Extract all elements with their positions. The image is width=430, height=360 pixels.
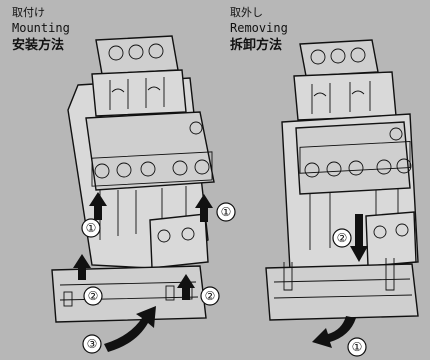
mounting-step-circle xyxy=(81,218,101,238)
removing-illustration: ② ① xyxy=(265,39,419,357)
removing-title-jp: 取外し xyxy=(230,6,263,19)
mounting-arrow-up-2a xyxy=(73,254,91,280)
mounting-step-label: ② xyxy=(88,289,99,303)
mounting-illustration: ① ① ② ② ③ xyxy=(51,35,236,354)
removing-step-circle xyxy=(332,228,352,248)
removing-title-zh: 拆卸方法 xyxy=(230,38,283,53)
mounting-arrow-up-1a xyxy=(89,192,107,220)
mounting-arrow-up-1b xyxy=(195,194,213,222)
top-terminal-block xyxy=(95,35,179,75)
removing-title-en: Removing xyxy=(230,21,288,35)
top-terminal-block xyxy=(299,39,379,77)
mounting-step-label: ① xyxy=(221,205,232,219)
din-rail-base xyxy=(51,265,207,323)
removing-arrow-down xyxy=(350,214,368,262)
removing-step-circle xyxy=(347,337,367,357)
mounting-title-en: Mounting xyxy=(12,21,70,35)
mounting-step-circle xyxy=(200,286,220,306)
lower-terminal xyxy=(149,213,209,269)
removing-curved-arrow xyxy=(312,316,356,348)
lower-terminal xyxy=(365,211,417,267)
reset-button xyxy=(389,127,403,141)
reset-button xyxy=(189,121,203,135)
mounting-curved-arrow xyxy=(104,306,156,352)
mounting-title-jp: 取付け xyxy=(12,6,45,19)
mounting-step-label: ③ xyxy=(87,337,98,351)
din-rail-base xyxy=(265,263,419,321)
mounting-step-circle xyxy=(82,334,102,354)
removing-step-label: ② xyxy=(337,231,348,245)
mounting-step-circle xyxy=(83,286,103,306)
relay-front xyxy=(85,111,215,191)
mounting-arrow-up-2b xyxy=(177,274,195,300)
upper-frame xyxy=(91,69,187,117)
relay-front xyxy=(295,121,411,195)
mounting-title-zh: 安装方法 xyxy=(12,38,65,53)
mounting-step-circle xyxy=(216,202,236,222)
removing-step-label: ① xyxy=(352,340,363,354)
mounting-step-label: ① xyxy=(86,221,97,235)
mounting-step-label: ② xyxy=(205,289,216,303)
upper-frame xyxy=(293,71,397,121)
